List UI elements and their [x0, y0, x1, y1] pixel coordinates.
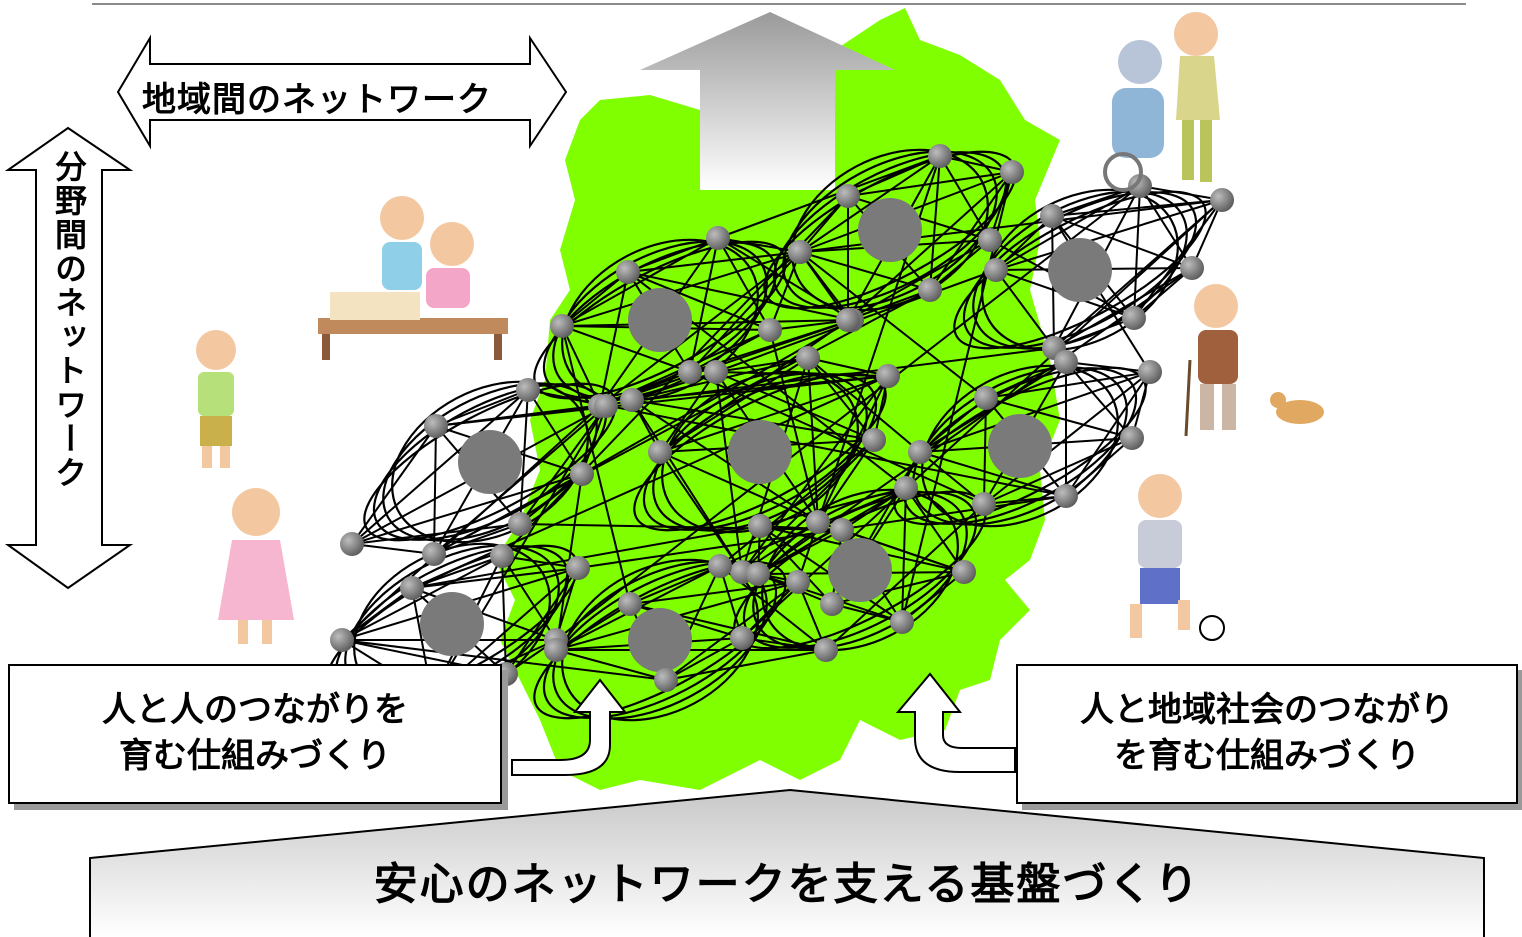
network-node	[422, 542, 446, 566]
network-node	[820, 592, 844, 616]
cluster-hubs	[420, 198, 1112, 672]
child-boy-icon	[196, 330, 236, 468]
community-connection-line1: 人と地域社会のつながり	[1080, 690, 1454, 731]
network-node	[830, 518, 854, 542]
network-node	[928, 144, 952, 168]
network-node	[918, 278, 942, 302]
curved-arrow-right	[895, 672, 1016, 773]
network-node	[424, 414, 448, 438]
network-node	[1128, 174, 1152, 198]
network-node	[974, 386, 998, 410]
caregiver-with-wheelchair-person-icon	[1103, 12, 1220, 192]
community-connection-box: 人と地域社会のつながり を育む仕組みづくり	[1016, 664, 1518, 804]
network-node	[890, 610, 914, 634]
network-node	[972, 492, 996, 516]
network-node	[618, 592, 642, 616]
network-node	[788, 240, 812, 264]
network-node	[978, 228, 1002, 252]
network-node	[654, 668, 678, 692]
network-node	[706, 226, 730, 250]
network-node	[836, 184, 860, 208]
cluster-hub	[1048, 238, 1112, 302]
network-node	[400, 576, 424, 600]
network-node	[862, 428, 886, 452]
people-connection-line1: 人と人のつながりを	[102, 690, 408, 731]
network-node	[908, 440, 932, 464]
network-node	[1180, 256, 1204, 280]
foundation-label: 安心のネットワークを支える基盤づくり	[373, 859, 1201, 910]
regional-network-arrow	[116, 34, 568, 150]
network-node	[1054, 350, 1078, 374]
network-node	[330, 628, 354, 652]
network-node	[730, 626, 754, 650]
network-node	[814, 638, 838, 662]
network-node	[550, 314, 574, 338]
upward-arrow	[640, 12, 895, 190]
network-node	[620, 388, 644, 412]
network-node	[876, 364, 900, 388]
network-node	[648, 440, 672, 464]
network-node	[340, 532, 364, 556]
network-node	[836, 308, 860, 332]
curved-arrow-left	[511, 678, 628, 776]
network-node	[566, 556, 590, 580]
cluster-hub	[420, 592, 484, 656]
network-node	[984, 258, 1008, 282]
regional-network-label: 地域間のネットワーク	[142, 80, 492, 120]
network-node	[490, 544, 514, 568]
child-girl-icon	[218, 488, 294, 644]
network-node	[708, 554, 732, 578]
network-node	[704, 360, 728, 384]
network-node	[894, 476, 918, 500]
network-node	[508, 512, 532, 536]
network-node	[1040, 204, 1064, 228]
parent-and-child-at-bed-icon	[318, 196, 508, 360]
cluster-hub	[858, 198, 922, 262]
network-node	[616, 260, 640, 284]
network-node	[570, 462, 594, 486]
cluster-hub	[828, 538, 892, 602]
cluster-hub	[728, 420, 792, 484]
network-node	[748, 514, 772, 538]
cluster-hub	[458, 430, 522, 494]
cluster-hub	[988, 414, 1052, 478]
network-node	[516, 378, 540, 402]
cross-sector-network-label: 分野間のネットワーク	[50, 150, 88, 490]
network-node	[1000, 160, 1024, 184]
people-connection-box: 人と人のつながりを 育む仕組みづくり	[8, 664, 502, 804]
network-node	[758, 318, 782, 342]
network-node	[594, 394, 618, 418]
network-node	[796, 346, 820, 370]
elderly-man-with-cane-and-dog-icon	[1184, 284, 1324, 437]
network-node	[806, 510, 830, 534]
network-node	[786, 570, 810, 594]
network-node	[1120, 426, 1144, 450]
network-node	[1122, 306, 1146, 330]
network-node	[746, 562, 770, 586]
network-node	[1138, 360, 1162, 384]
network-node	[678, 360, 702, 384]
network-node	[1054, 484, 1078, 508]
network-node	[1210, 188, 1234, 212]
community-connection-line2: を育む仕組みづくり	[1114, 736, 1420, 776]
network-node	[952, 560, 976, 584]
cluster-hub	[628, 608, 692, 672]
foundation-shape	[89, 788, 1485, 937]
network-node	[544, 638, 568, 662]
child-playing-soccer-icon	[1130, 474, 1225, 641]
cluster-hub	[628, 288, 692, 352]
people-connection-line2: 育む仕組みづくり	[119, 736, 391, 776]
cross-sector-network-arrow	[4, 126, 134, 590]
